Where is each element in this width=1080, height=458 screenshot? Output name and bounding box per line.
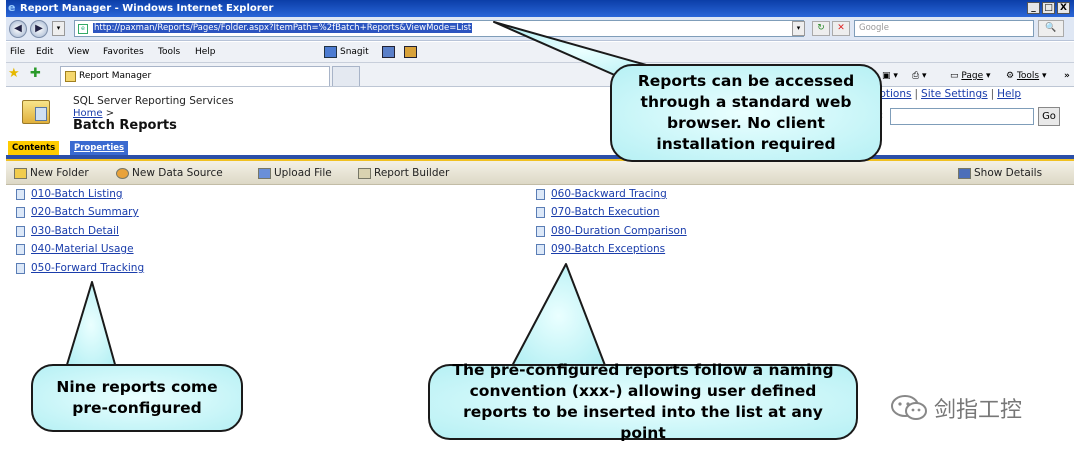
tools-menu[interactable]: ⚙ Tools ▾: [1006, 71, 1047, 81]
report-search-input[interactable]: [890, 108, 1034, 125]
folder-logo-icon: [22, 100, 50, 124]
breadcrumb-separator: >: [105, 108, 115, 119]
menu-bar: File Edit View Favorites Tools Help Snag…: [6, 42, 1074, 63]
report-toolbar: New Folder New Data Source Upload File R…: [6, 161, 1074, 185]
report-link-080[interactable]: 080-Duration Comparison: [536, 225, 687, 237]
callout-nine-reports: Nine reports come pre-configured: [31, 364, 243, 432]
tab-divider: [6, 155, 1074, 159]
upload-icon: [258, 167, 271, 179]
menu-view[interactable]: View: [68, 47, 90, 57]
snagit-settings-icon[interactable]: [404, 46, 417, 58]
callout-browser: Reports can be accessed through a standa…: [610, 64, 882, 162]
screenshot: e Report Manager - Windows Internet Expl…: [6, 0, 1074, 458]
ie-logo-icon: e: [8, 1, 16, 14]
snagit-icon: [324, 45, 337, 58]
help-link[interactable]: Help: [997, 88, 1022, 100]
report-link-060[interactable]: 060-Backward Tracing: [536, 188, 667, 200]
stop-icon[interactable]: ✕: [832, 21, 850, 36]
site-settings-link[interactable]: Site Settings: [921, 88, 988, 100]
details-icon: [958, 167, 971, 179]
upload-file-button[interactable]: Upload File: [258, 161, 332, 185]
menu-file[interactable]: File: [10, 47, 26, 57]
minimize-button[interactable]: _: [1027, 2, 1040, 14]
window-title-bar: e Report Manager - Windows Internet Expl…: [6, 0, 1074, 17]
back-button[interactable]: ◀: [9, 20, 27, 38]
address-url: http://paxman/Reports/Pages/Folder.aspx?…: [93, 23, 473, 33]
tab-report-manager[interactable]: Report Manager: [60, 66, 330, 86]
go-button[interactable]: Go: [1038, 107, 1060, 126]
snagit-button[interactable]: Snagit: [324, 45, 369, 60]
tab-properties[interactable]: Properties: [70, 141, 129, 155]
menu-tools[interactable]: Tools: [158, 47, 181, 57]
favorites-star-icon[interactable]: ★: [8, 66, 20, 81]
callout-pointer-nine: [65, 281, 117, 369]
home-icon[interactable]: ▣ ▾: [882, 71, 898, 81]
address-row: ◀ ▶ ▾ e http://paxman/Reports/Pages/Fold…: [6, 17, 1074, 41]
print-icon[interactable]: ⎙ ▾: [912, 71, 927, 81]
watermark-text: 剑指工控: [934, 398, 1023, 423]
report-icon: [16, 225, 25, 237]
new-folder-button[interactable]: New Folder: [14, 161, 89, 185]
tab-divider-accent: [6, 159, 1074, 161]
address-dropdown-icon[interactable]: ▾: [792, 21, 805, 36]
report-link-010[interactable]: 010-Batch Listing: [16, 188, 123, 200]
new-folder-icon: [14, 167, 27, 179]
breadcrumb-home-link[interactable]: Home: [73, 108, 103, 119]
breadcrumb: Home >: [73, 108, 114, 119]
menu-help[interactable]: Help: [195, 47, 216, 57]
wechat-icon: [891, 395, 927, 420]
watermark: 剑指工控: [890, 392, 1022, 424]
forward-button[interactable]: ▶: [30, 20, 48, 38]
report-link-090[interactable]: 090-Batch Exceptions: [536, 243, 665, 255]
report-builder-button[interactable]: Report Builder: [358, 161, 449, 185]
search-icon[interactable]: 🔍: [1038, 20, 1064, 37]
browser-tab-row: ★ ✚ Report Manager ▣ ▾ ⎙ ▾ ▭ Page ▾ ⚙ To…: [6, 63, 1074, 87]
window-title: Report Manager - Windows Internet Explor…: [20, 3, 274, 14]
menu-favorites[interactable]: Favorites: [103, 47, 144, 57]
new-tab-button[interactable]: [332, 66, 360, 86]
product-name: SQL Server Reporting Services: [73, 95, 234, 107]
report-icon: [536, 243, 545, 255]
tab-page-icon: [65, 71, 76, 82]
report-icon: [536, 225, 545, 237]
report-icon: [16, 243, 25, 255]
show-details-button[interactable]: Show Details: [958, 161, 1042, 185]
report-link-070[interactable]: 070-Batch Execution: [536, 206, 660, 218]
report-icon: [16, 262, 25, 274]
address-input[interactable]: e http://paxman/Reports/Pages/Folder.asp…: [74, 20, 804, 37]
report-icon: [536, 206, 545, 218]
maximize-button[interactable]: □: [1042, 2, 1055, 14]
callout-pointer-naming: [510, 263, 607, 369]
report-link-020[interactable]: 020-Batch Summary: [16, 206, 139, 218]
snagit-capture-icon[interactable]: [382, 46, 395, 58]
report-link-040[interactable]: 040-Material Usage: [16, 243, 134, 255]
new-data-source-button[interactable]: New Data Source: [116, 161, 223, 185]
menu-edit[interactable]: Edit: [36, 47, 54, 57]
page-menu[interactable]: ▭ Page ▾: [950, 71, 991, 81]
callout-naming-convention: The pre-configured reports follow a nami…: [428, 361, 858, 442]
chevron-right-icon[interactable]: »: [1064, 71, 1070, 81]
report-link-030[interactable]: 030-Batch Detail: [16, 225, 119, 237]
history-dropdown-icon[interactable]: ▾: [52, 21, 65, 36]
refresh-icon[interactable]: ↻: [812, 21, 830, 36]
top-links: riptions|Site Settings|Help: [872, 88, 1022, 100]
search-input[interactable]: Google: [854, 20, 1034, 37]
report-icon: [16, 206, 25, 218]
report-builder-icon: [358, 167, 371, 179]
report-icon: [16, 188, 25, 200]
report-link-050[interactable]: 050-Forward Tracking: [16, 262, 144, 274]
add-favorite-icon[interactable]: ✚: [30, 66, 41, 81]
page-title: Batch Reports: [73, 118, 177, 133]
data-source-icon: [116, 167, 129, 179]
report-icon: [536, 188, 545, 200]
close-button[interactable]: X: [1057, 2, 1070, 14]
page-icon: e: [78, 24, 88, 34]
tab-contents[interactable]: Contents: [8, 141, 60, 155]
